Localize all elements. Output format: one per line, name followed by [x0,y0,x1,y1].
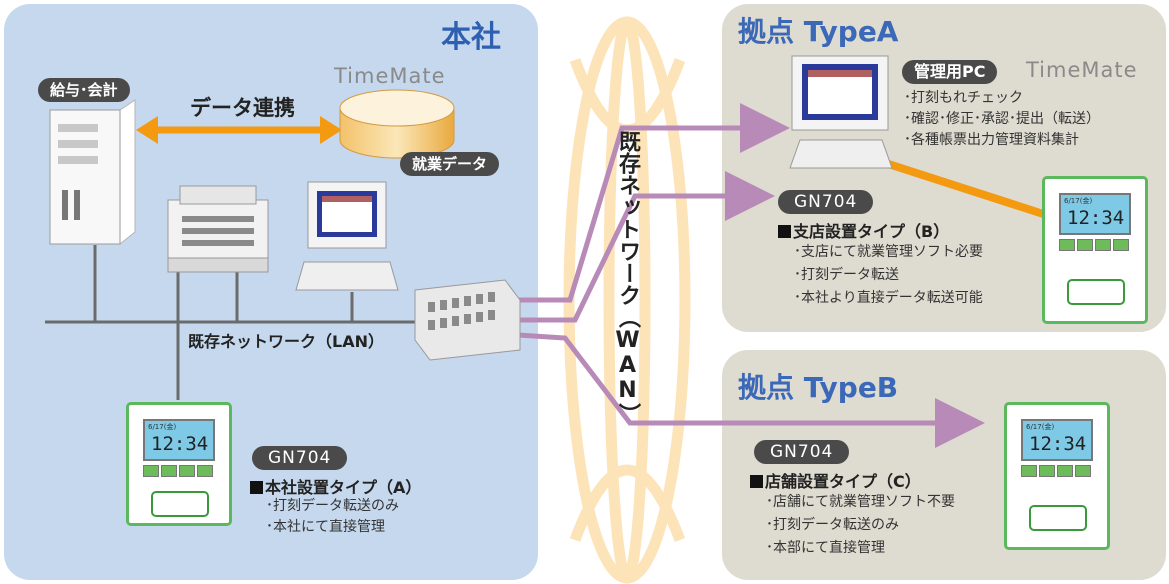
hq-feature-1: ･打刻データ転送のみ [266,498,399,514]
lan-label: 既存ネットワーク（LAN） [188,332,384,351]
data-link-label: データ連携 [190,96,295,120]
clock-date: 6/17(金) [148,423,177,431]
hq-device-type: 本社設置タイプ（A） [250,474,421,498]
hq-pc-icon [295,181,399,291]
typeb-feature-3: ･本部にて直接管理 [766,540,885,556]
typeb-feature-2: ･打刻データ転送のみ [766,517,899,533]
typea-device-type: 支店設置タイプ（B） [778,218,949,242]
data-link-arrow [136,116,342,144]
payroll-server-icon [49,99,136,245]
pc-feature-1: ･打刻もれチェック [904,90,1023,106]
hq-device-model: GN704 [252,446,348,470]
hq-time-clock: 6/17(金) 12:34 [126,402,232,526]
network-switch-icon [414,279,521,361]
typeb-device-model: GN704 [754,440,850,464]
typea-feature-3: ･本社より直接データ転送可能 [794,290,983,306]
typeb-feature-1: ･店舗にて就業管理ソフト不要 [766,494,955,510]
pc-feature-3: ･各種帳票出力管理資料集計 [904,132,1079,148]
database-icon [339,89,455,159]
management-pc-icon [789,55,893,169]
timemate-logo-hq: TimeMate [334,64,446,88]
hq-feature-2: ･本社にて直接管理 [266,519,385,535]
clock-time: 12:34 [151,433,209,455]
typea-device-model: GN704 [778,190,874,214]
lan-bus [45,245,450,400]
management-pc-label: 管理用PC [902,60,998,84]
pc-clock-link [868,154,1070,226]
wan-label: 既存ネットワーク（WAN） [615,130,640,425]
wan-links [517,103,985,448]
typeb-time-clock: 6/17(金)12:34 [1004,402,1110,550]
typea-feature-1: ･支店にて就業管理ソフト必要 [794,244,983,260]
typea-title: 拠点 TypeA [738,15,899,48]
payroll-label: 給与･会計 [38,78,130,102]
pc-feature-2: ･確認･修正･承認･提出（転送） [904,111,1100,127]
attendance-data-label: 就業データ [400,152,500,176]
hq-title: 本社 [441,20,501,55]
typea-time-clock: 6/17(金)12:34 [1042,176,1148,324]
timemate-logo-typea: TimeMate [1026,58,1138,82]
typeb-title: 拠点 TypeB [738,371,899,404]
printer-icon [167,185,269,273]
typea-feature-2: ･打刻データ転送 [794,267,899,283]
typeb-device-type: 店舗設置タイプ（C） [750,468,921,492]
